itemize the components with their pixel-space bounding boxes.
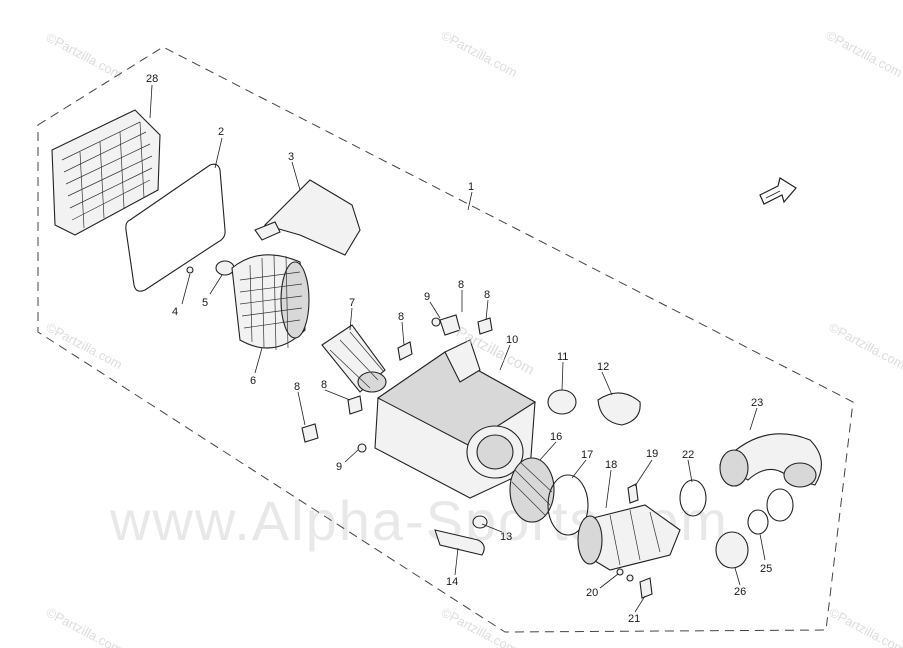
callout-28: 28 <box>146 73 158 85</box>
partzilla-watermark: ©Partzilla.com <box>44 604 125 648</box>
callout-21: 21 <box>628 613 640 625</box>
leader-lines <box>149 84 766 613</box>
callout-6: 6 <box>250 375 256 387</box>
partzilla-watermark: ©Partzilla.com <box>44 319 125 372</box>
part-18-duct <box>577 504 681 571</box>
callout-4: 4 <box>172 306 178 318</box>
callout-labels: 28 2 3 1 4 5 6 7 8 9 8 8 10 8 8 9 11 12 … <box>146 73 772 625</box>
callout-22: 22 <box>682 449 694 461</box>
part-25-clamp <box>747 509 769 535</box>
callout-14: 14 <box>446 576 458 588</box>
callout-13: 13 <box>500 531 512 543</box>
part-21-fitting <box>639 577 653 599</box>
callout-19: 19 <box>646 448 658 460</box>
callout-23: 23 <box>751 397 763 409</box>
callout-9: 9 <box>336 461 342 473</box>
partzilla-watermark: ©Partzilla.com <box>439 604 520 648</box>
callout-1: 1 <box>468 181 474 193</box>
part-28-cover <box>51 109 161 236</box>
callout-17: 17 <box>581 449 593 461</box>
part-4-screw <box>186 266 194 274</box>
part-2-gasket <box>125 163 226 292</box>
callout-20: 20 <box>586 587 598 599</box>
part-17-ring <box>547 474 589 536</box>
callout-2: 2 <box>218 126 224 138</box>
part-11-ring <box>547 389 577 415</box>
callout-8: 8 <box>321 379 327 391</box>
part-3-bracket <box>254 179 361 256</box>
part-26-clamp <box>715 531 749 569</box>
callout-8: 8 <box>484 289 490 301</box>
assembly-outline <box>37 46 854 633</box>
part-19-fitting <box>627 483 639 504</box>
callout-11: 11 <box>557 351 568 363</box>
callout-7: 7 <box>349 297 355 309</box>
callout-3: 3 <box>288 151 294 163</box>
callout-18: 18 <box>605 459 617 471</box>
part-5-clamp <box>215 260 235 276</box>
partzilla-watermark: ©Partzilla.com <box>44 29 125 82</box>
callout-8: 8 <box>294 381 300 393</box>
partzilla-watermark: ©Partzilla.com <box>439 27 520 80</box>
callout-10: 10 <box>506 334 518 346</box>
clips-and-screws <box>301 314 493 453</box>
part-6-filter-element <box>231 254 310 351</box>
callout-26: 26 <box>734 586 746 598</box>
partzilla-watermark: ©Partzilla.com <box>824 27 903 80</box>
callout-12: 12 <box>597 361 609 373</box>
partzilla-watermark: ©Partzilla.com <box>827 319 903 372</box>
callout-8: 8 <box>458 279 464 291</box>
callout-25: 25 <box>760 563 772 575</box>
part-7-element-frame <box>321 324 387 393</box>
callout-8: 8 <box>398 311 404 323</box>
part-23-elbow <box>719 433 822 488</box>
front-direction-arrow-icon <box>759 177 797 205</box>
part-22-ring <box>679 479 707 517</box>
partzilla-watermark: ©Partzilla.com <box>827 604 903 648</box>
part-25-clamp <box>766 488 794 522</box>
part-20-clip <box>616 568 624 576</box>
callout-16: 16 <box>550 431 562 443</box>
part-13-clip <box>472 515 488 529</box>
callout-9: 9 <box>424 291 430 303</box>
callout-5: 5 <box>202 297 208 309</box>
part-12-cap <box>597 392 641 426</box>
part-16-screen <box>509 457 555 523</box>
part-20-clip <box>626 574 634 582</box>
part-14-tube <box>434 529 485 556</box>
